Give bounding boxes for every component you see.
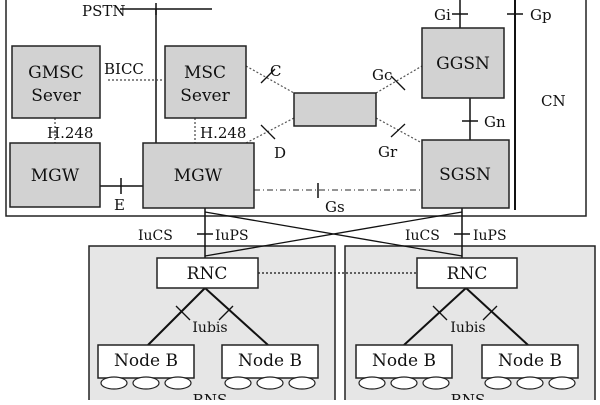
mgw-right-box [142,142,255,209]
rns-right-label: RNS [451,391,486,400]
iub-left-tick-a [175,305,191,321]
iucs-left-label: IuCS [138,228,173,244]
mgw-right-label: MGW [174,166,223,186]
mgw-left-label: MGW [31,166,80,186]
node-b-1-box [97,344,195,379]
rnc-right-label: RNC [447,264,488,284]
bicc-label: BICC [104,60,144,78]
gmsc-label-line2: Sever [31,86,81,106]
node-b-4-cell-a [484,376,512,390]
c-tick [260,68,276,84]
gc-tick [390,75,406,91]
hlr-box [293,92,377,127]
gs-label: Gs [325,198,345,216]
node-b-4-cell-c [548,376,576,390]
d-label: D [274,144,286,162]
msc-server-box [164,45,247,119]
node-b-4-box [481,344,579,379]
d-tick [260,124,276,140]
iub-left-b [204,287,269,346]
iub-right-label: Iubis [450,320,485,336]
node-b-1-cell-b [132,376,160,390]
iub-right-b [465,287,529,346]
node-b-2-cell-c [288,376,316,390]
iub-left-label: Iubis [192,320,227,336]
node-b-1-cell-a [100,376,128,390]
sgsn-label: SGSN [439,165,491,185]
msc-label-line2: Sever [180,86,230,106]
node-b-2-box [221,344,319,379]
gc-label: Gc [372,66,392,84]
gp-label: Gp [530,6,552,24]
node-b-3-cell-a [358,376,386,390]
node-b-4-cell-b [516,376,544,390]
iups-left-label: IuPS [215,228,249,244]
c-label: C [270,62,281,80]
rns-left-label: RNS [193,391,228,400]
c-link [245,65,295,94]
node-b-2-cell-a [224,376,252,390]
iu-cross-2 [204,211,463,257]
iub-left-tick-b [218,305,234,321]
cn-label: CN [541,92,566,110]
d-link [245,117,295,144]
gc-link [375,65,423,94]
ggsn-box [421,27,505,99]
gr-label: Gr [378,143,398,161]
node-b-2-cell-b [256,376,284,390]
node-b-3-cell-b [390,376,418,390]
node-b-2-label: Node B [238,351,302,371]
e-label: E [114,196,125,214]
iub-left-a [147,287,206,346]
pstn-label: PSTN [82,2,126,20]
node-b-3-label: Node B [372,351,436,371]
node-b-1-label: Node B [114,351,178,371]
node-b-3-cell-c [422,376,450,390]
ggsn-label: GGSN [436,54,490,74]
h248-left-label: H.248 [47,124,93,142]
node-b-3-box [355,344,453,379]
rnc-left-box [156,257,259,289]
iups-right-label: IuPS [473,228,507,244]
iub-right-tick-a [432,305,448,321]
gn-label: Gn [484,113,506,131]
rnc-right-box [416,257,518,289]
node-b-4-label: Node B [498,351,562,371]
node-b-1-cell-c [164,376,192,390]
gi-label: Gi [434,6,451,24]
iub-right-a [403,287,467,346]
gmsc-label-line1: GMSC [28,63,84,83]
mgw-left-box [9,142,101,208]
iub-right-tick-b [482,305,498,321]
h248-right-label: H.248 [200,124,246,142]
iucs-right-label: IuCS [405,228,440,244]
rnc-left-label: RNC [187,264,228,284]
gr-link [375,117,423,144]
sgsn-box [421,139,510,209]
gr-tick [390,123,406,138]
gmsc-server-box [11,45,101,119]
msc-label-line1: MSC [184,63,226,83]
